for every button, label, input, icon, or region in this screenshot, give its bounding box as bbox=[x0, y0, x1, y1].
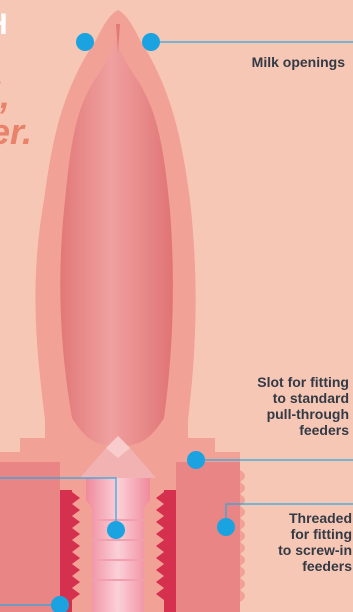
callout-line-stem bbox=[0, 477, 117, 530]
thread-right bbox=[156, 490, 176, 612]
callout-dot-stem bbox=[107, 521, 125, 539]
feed-stem bbox=[86, 478, 150, 612]
callout-slot-line-2: to standard bbox=[272, 390, 349, 406]
inner-body bbox=[60, 40, 173, 446]
callout-dot-base bbox=[51, 596, 69, 612]
callout-threaded: Threaded for fitting to screw-in feeders bbox=[278, 510, 352, 574]
callout-dot-milk-left bbox=[76, 33, 94, 51]
callout-milk-openings: Milk openings bbox=[252, 54, 345, 70]
callout-threaded-line-3: to screw-in bbox=[278, 542, 352, 558]
callout-milk-line-1: Milk openings bbox=[251, 54, 345, 70]
collar-left bbox=[0, 462, 60, 612]
headline-line-1: H bbox=[0, 10, 8, 40]
milk-opening-slit bbox=[116, 24, 120, 52]
collar-right bbox=[176, 462, 240, 612]
callout-threaded-line-2: for fitting bbox=[290, 526, 352, 542]
thread-left bbox=[60, 490, 80, 612]
callout-slot-line-4: feeders bbox=[299, 422, 349, 438]
callout-threaded-line-4: feeders bbox=[302, 558, 352, 574]
callout-slot-line-1: Slot for fitting bbox=[257, 374, 349, 390]
callout-dot-slot bbox=[187, 451, 205, 469]
callout-slot-line-3: pull-through bbox=[266, 406, 349, 422]
callout-dot-threaded bbox=[217, 518, 235, 536]
headline-line-2: l, bbox=[0, 75, 11, 116]
external-threads bbox=[240, 470, 245, 612]
callout-threaded-line-1: Threaded bbox=[288, 510, 352, 526]
headline-line-3: er. bbox=[0, 111, 33, 152]
callout-dot-milk-right bbox=[142, 33, 160, 51]
callout-slot: Slot for fitting to standard pull-throug… bbox=[257, 374, 349, 438]
